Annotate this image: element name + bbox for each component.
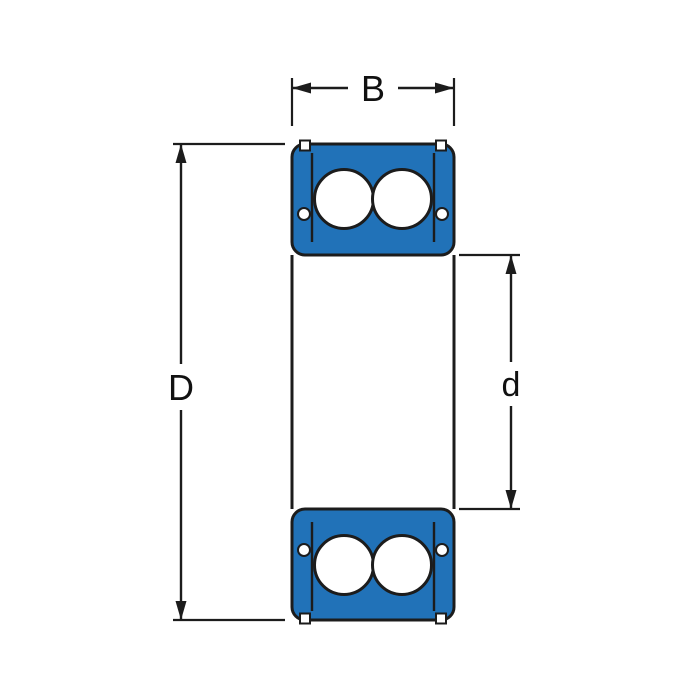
dimension-label-B: B — [361, 68, 385, 109]
arrowhead-top — [175, 144, 187, 163]
arrowhead-bottom — [175, 601, 187, 620]
dimension-label-d: d — [502, 366, 521, 404]
dimension-d: d — [459, 253, 521, 511]
arrowhead-top — [505, 255, 517, 274]
dimension-B: B — [290, 68, 456, 126]
bearing-section-top — [290, 139, 456, 257]
arrowhead-right — [435, 82, 454, 94]
dimension-label-D: D — [168, 367, 194, 408]
arrowhead-bottom — [505, 490, 517, 509]
arrowhead-left — [292, 82, 311, 94]
dimension-D: D — [168, 142, 285, 622]
bearing-section-bottom — [290, 507, 456, 625]
